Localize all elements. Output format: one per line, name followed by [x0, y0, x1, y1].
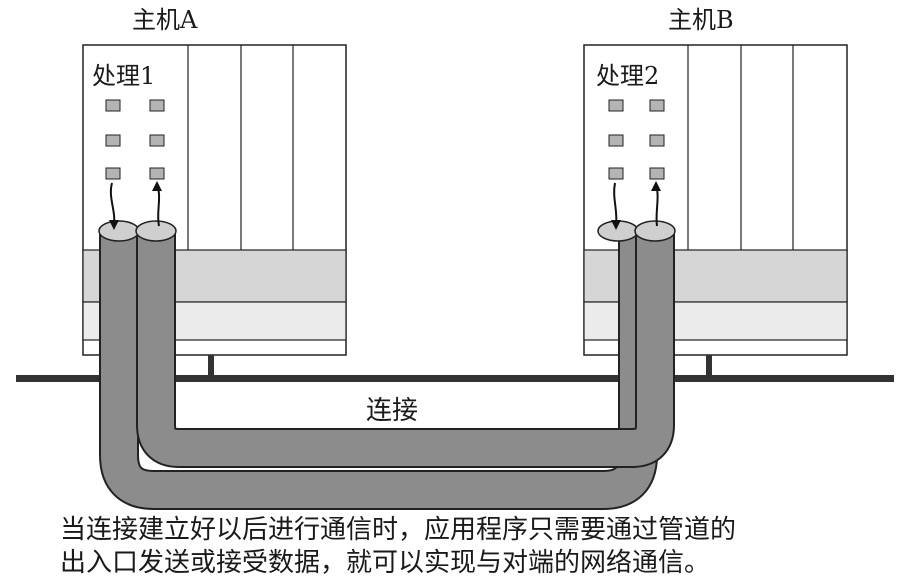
- host-a-connector: [208, 355, 214, 377]
- indicator-light: [149, 134, 165, 147]
- host-a-title: 主机A: [132, 6, 198, 34]
- indicator-light: [649, 134, 665, 147]
- indicator-light: [105, 167, 121, 180]
- indicator-light: [608, 99, 624, 112]
- host-a-process-label: 处理1: [92, 62, 156, 90]
- pipe-opening: [135, 220, 177, 242]
- pipe-opening: [634, 220, 676, 242]
- indicator-light: [608, 167, 624, 180]
- indicator-light: [149, 99, 165, 112]
- indicator-light: [649, 167, 665, 180]
- indicator-light: [105, 134, 121, 147]
- network-line: [16, 375, 894, 382]
- host-b-process-label: 处理2: [596, 62, 660, 90]
- caption: 当连接建立好以后进行通信时，应用程序只需要通过管道的 出入口发送或接受数据，就可…: [60, 514, 736, 580]
- pipe-opening: [98, 220, 140, 242]
- indicator-light: [608, 134, 624, 147]
- connection-label: 连接: [366, 396, 419, 426]
- indicator-light: [105, 99, 121, 112]
- indicator-light: [149, 167, 165, 180]
- host-a-indicators: [105, 99, 165, 180]
- host-b-connector: [706, 355, 712, 377]
- caption-line-1: 当连接建立好以后进行通信时，应用程序只需要通过管道的: [60, 515, 737, 545]
- caption-line-2: 出入口发送或接受数据，就可以实现与对端的网络通信。: [60, 548, 711, 578]
- host-b-title: 主机B: [668, 6, 734, 34]
- host-b-indicators: [608, 99, 665, 180]
- indicator-light: [649, 99, 665, 112]
